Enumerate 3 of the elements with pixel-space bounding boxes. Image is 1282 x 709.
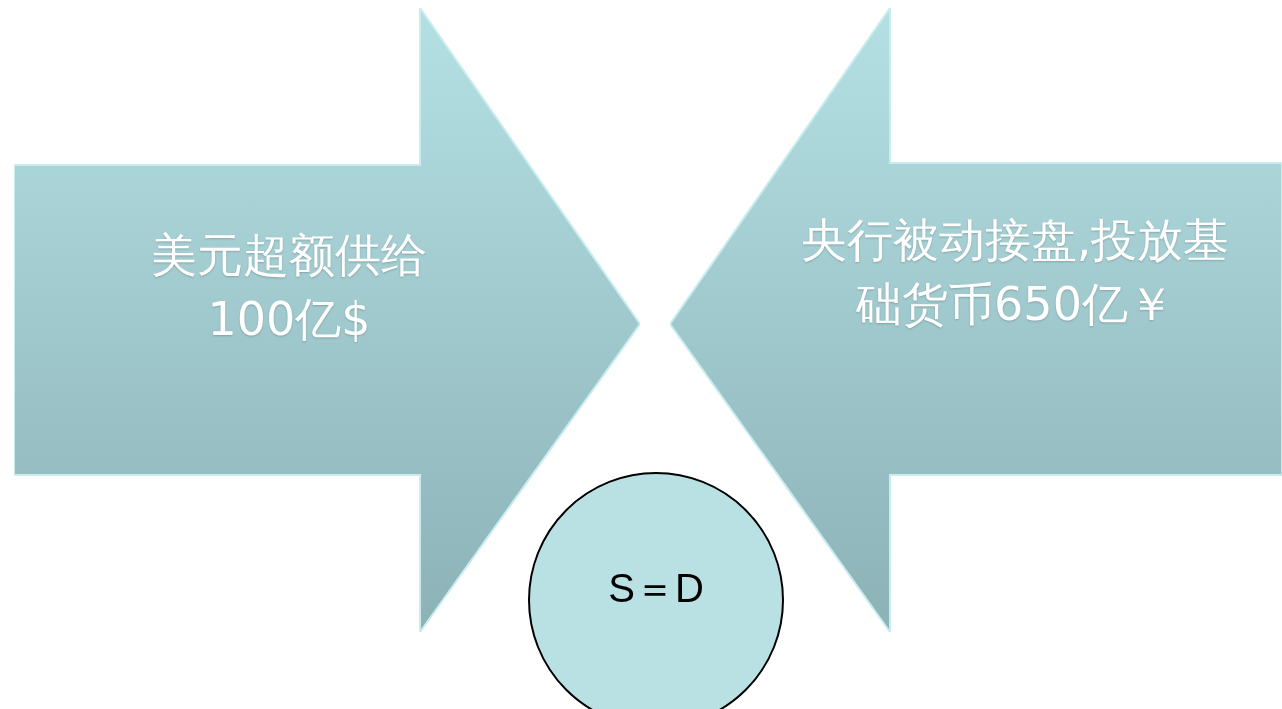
equation-text: S＝D	[608, 565, 704, 612]
arrow-text: 央行被动接盘,投放基础货币650亿￥	[800, 212, 1230, 333]
arrow-text: 美元超额供给100亿$	[150, 227, 428, 348]
